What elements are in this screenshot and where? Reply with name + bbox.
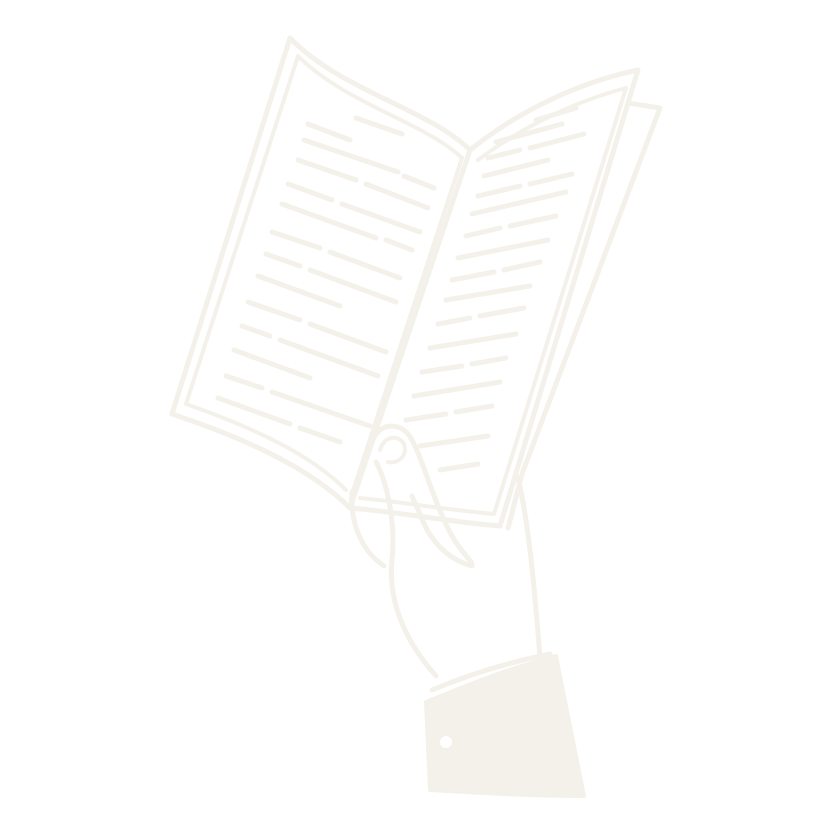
- hand-icon: [349, 423, 543, 679]
- sleeve-top-edge: [429, 651, 553, 693]
- back-page-edge: [505, 100, 663, 531]
- left-page-inner: [184, 54, 464, 492]
- book-spine: [347, 147, 473, 511]
- sleeve-cuff-icon: [424, 651, 586, 798]
- book-spine-inner: [350, 156, 464, 496]
- open-book-icon: [169, 35, 663, 531]
- hand-palm-front: [373, 459, 439, 679]
- left-page-outer: [169, 35, 473, 511]
- cuff-button-icon: [440, 736, 452, 748]
- hand-palm-back: [349, 489, 387, 569]
- right-page-outer: [347, 67, 641, 529]
- right-page-text-lines: [403, 105, 587, 473]
- right-page-inner: [358, 86, 628, 516]
- hand-thumb: [371, 423, 475, 569]
- left-page-text-lines: [215, 115, 437, 445]
- hand-thumbnail: [378, 435, 407, 465]
- hand-fingers: [515, 475, 543, 661]
- sleeve-cuff: [424, 654, 586, 798]
